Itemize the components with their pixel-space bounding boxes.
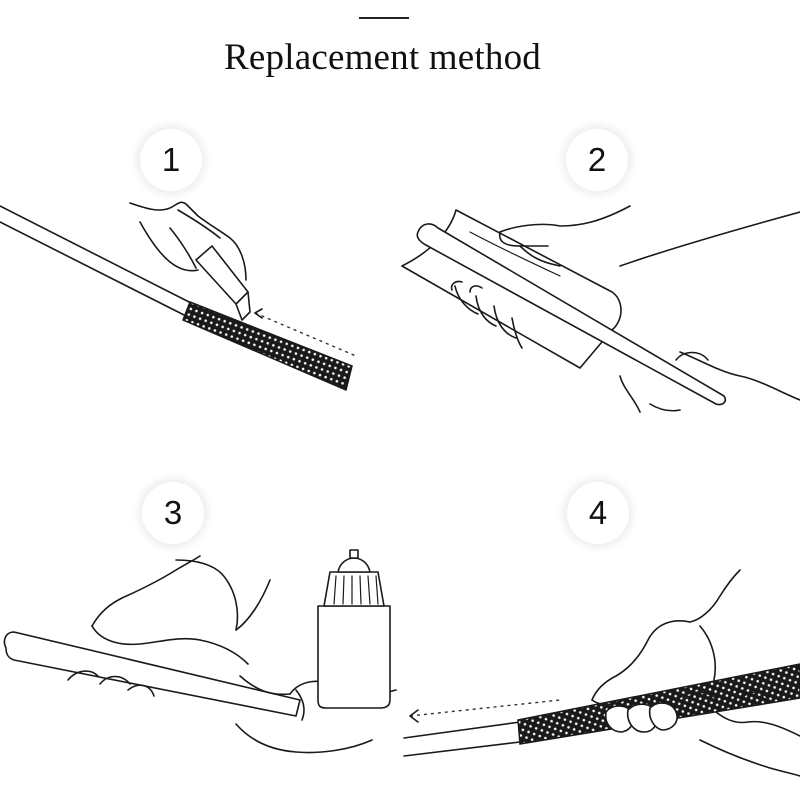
- shaft-icon: [403, 721, 521, 757]
- title-divider: [359, 17, 409, 19]
- bottom-hand-icon: [619, 351, 800, 413]
- step-2-badge: 2: [566, 129, 628, 191]
- step-1-badge: 1: [140, 129, 202, 191]
- cut-direction-arrow: [254, 312, 357, 357]
- right-hand-icon: [498, 205, 800, 267]
- page-title: Replacement method: [224, 37, 541, 78]
- old-grip-icon: [182, 301, 353, 392]
- step-4-badge: 4: [567, 482, 629, 544]
- hand-with-knife-icon: [129, 201, 251, 321]
- step-2-illustration: [401, 205, 800, 413]
- top-hand-icon: [591, 569, 741, 706]
- cut-arrow-head: [254, 308, 263, 319]
- slide-direction-arrow: [409, 699, 561, 717]
- top-hand-icon: [67, 555, 271, 697]
- shaft-icon: [0, 205, 196, 319]
- solvent-bottle-icon: [317, 549, 391, 709]
- tape-strip-icon: [401, 209, 622, 369]
- shaft-icon: [3, 631, 301, 717]
- slide-arrow-head: [409, 709, 419, 723]
- grip-hand-icon: [604, 691, 717, 733]
- step-4-illustration: [403, 569, 800, 777]
- step-3-badge: 3: [142, 482, 204, 544]
- left-hand-icon: [450, 280, 523, 349]
- shaft-icon: [416, 223, 727, 406]
- step-3-illustration: [3, 549, 397, 754]
- step-1-illustration: [0, 201, 357, 392]
- bottom-hand-icon: [699, 691, 800, 777]
